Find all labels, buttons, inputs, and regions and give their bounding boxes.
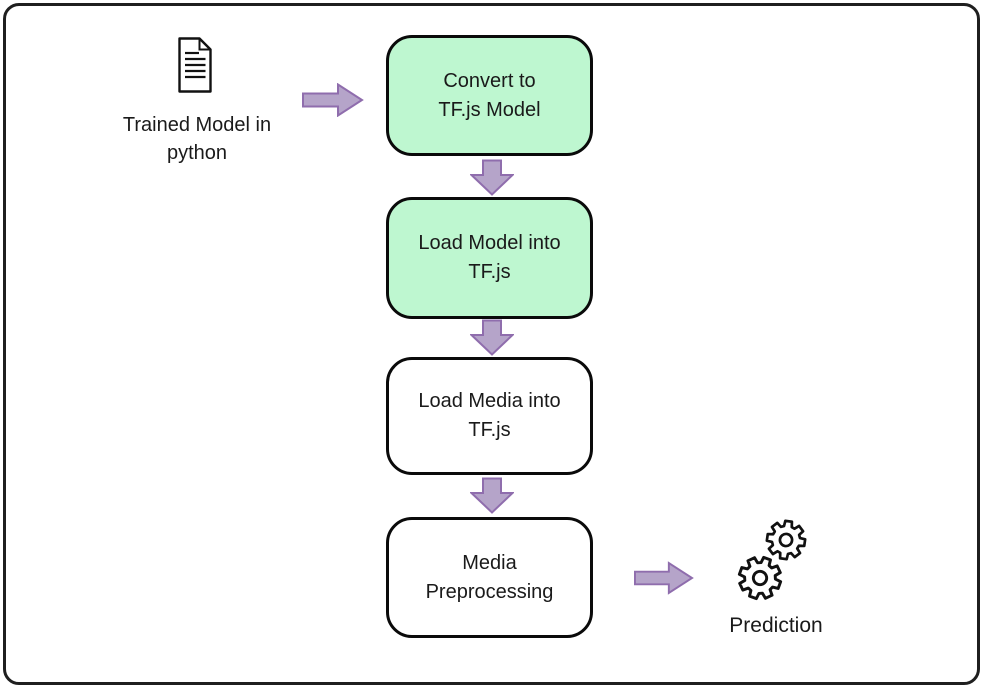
document-icon	[178, 37, 212, 93]
arrow-down-icon	[470, 159, 514, 196]
step-convert-to-tfjs-model: Convert to TF.js Model	[386, 35, 593, 156]
gears-icon	[732, 517, 809, 606]
source-label: Trained Model in python	[122, 114, 272, 164]
step-media-preprocessing: Media Preprocessing	[386, 517, 593, 638]
arrow-right-icon	[302, 83, 364, 117]
step-load-media-into-tfjs: Load Media into TF.js	[386, 357, 593, 475]
step-load-model-into-tfjs: Load Model into TF.js	[386, 197, 593, 319]
prediction-label: Prediction	[729, 614, 823, 637]
diagram-border	[3, 3, 980, 685]
arrow-down-icon	[470, 477, 514, 514]
arrow-down-icon	[470, 319, 514, 356]
arrow-right-icon	[634, 561, 694, 595]
